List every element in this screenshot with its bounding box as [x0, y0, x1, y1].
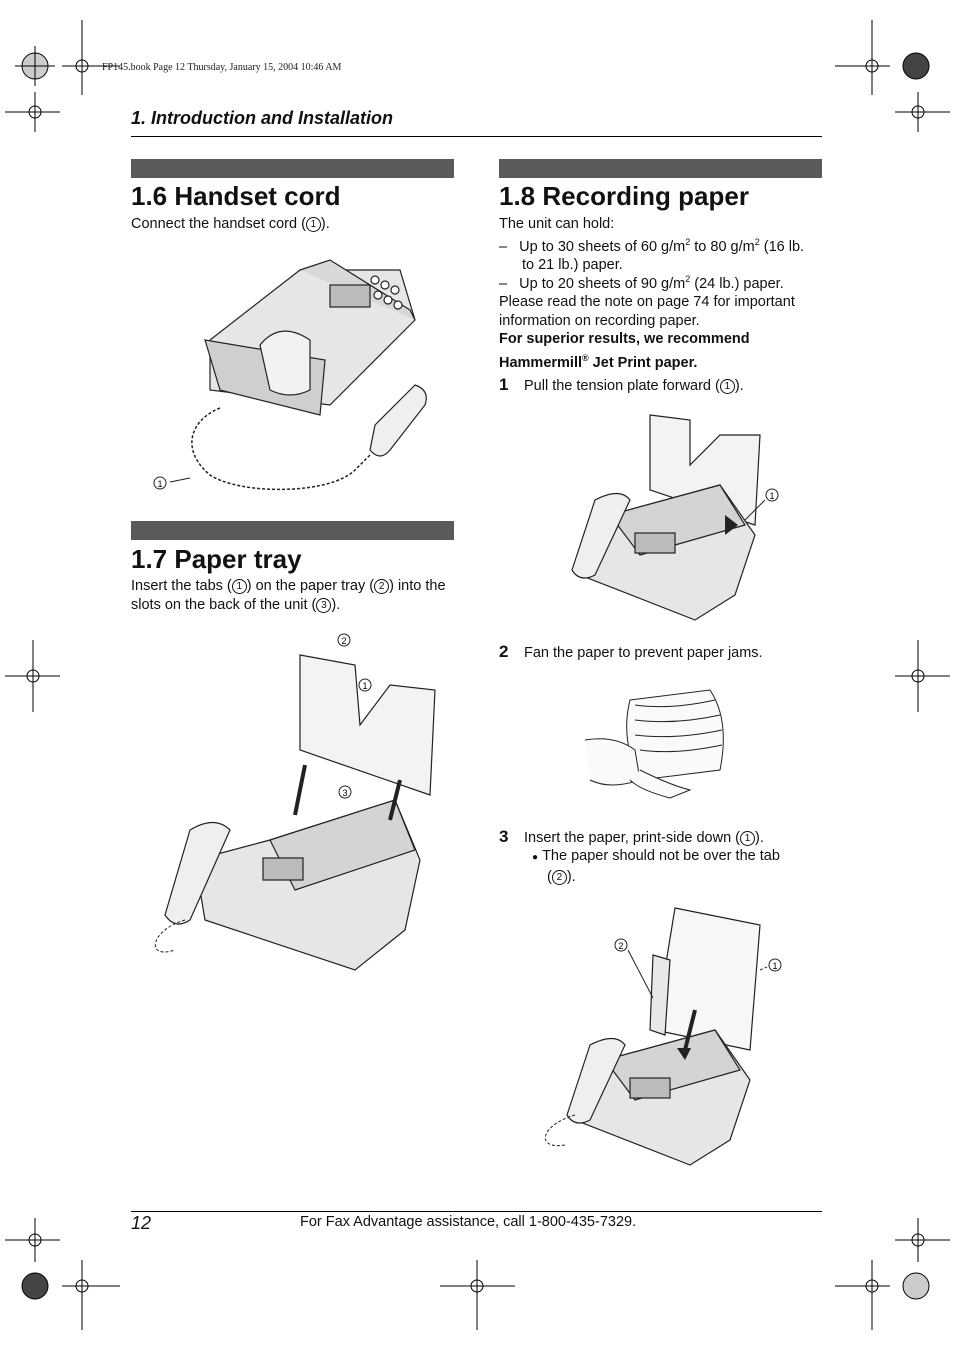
step-2-number: 2	[499, 642, 509, 661]
section-bar-1-6	[131, 159, 454, 178]
step-3-text: Insert the paper, print-side down (1).	[524, 830, 764, 846]
step-3-number: 3	[499, 827, 509, 846]
heading-paper-tray: 1.7 Paper tray	[131, 544, 302, 574]
svg-text:1: 1	[769, 491, 774, 501]
step-3-bullet: ● The paper should not be over the tab (…	[532, 848, 780, 885]
page-number: 12	[131, 1213, 152, 1233]
step-1-number: 1	[499, 375, 509, 394]
step-2-text: Fan the paper to prevent paper jams.	[524, 645, 763, 661]
tension-plate-illustration: 1	[571, 414, 779, 621]
paper-tray-text: Insert the tabs (1) on the paper tray (2…	[131, 578, 446, 613]
handset-cord-illustration: 1	[153, 259, 427, 491]
svg-text:1: 1	[362, 681, 367, 691]
capacity-bullet-1: – Up to 30 sheets of 60 g/m2 to 80 g/m2 …	[499, 237, 805, 274]
header-rule	[131, 136, 822, 137]
capacity-bullet-2: – Up to 20 sheets of 90 g/m2 (24 lb.) pa…	[499, 274, 784, 292]
paper-tray-illustration: 2 1 3	[154, 633, 436, 971]
fan-paper-illustration	[584, 689, 724, 799]
svg-text:2: 2	[618, 941, 623, 951]
footer-rule	[131, 1211, 822, 1212]
unit-can-hold-text: The unit can hold:	[499, 216, 615, 232]
svg-text:1: 1	[157, 479, 162, 489]
recording-paper-note: Please read the note on page 74 for impo…	[499, 294, 795, 329]
heading-recording-paper: 1.8 Recording paper	[499, 181, 749, 211]
svg-text:1: 1	[772, 961, 777, 971]
step-1-text: Pull the tension plate forward (1).	[524, 378, 744, 394]
svg-text:2: 2	[341, 636, 346, 646]
handset-cord-text: Connect the handset cord (1).	[131, 216, 330, 232]
heading-handset-cord: 1.6 Handset cord	[131, 181, 341, 211]
section-bar-1-7	[131, 521, 454, 540]
insert-paper-illustration: 21	[544, 907, 782, 1166]
svg-text:3: 3	[342, 788, 347, 798]
section-bar-1-8	[499, 159, 822, 178]
section-heading: 1. Introduction and Installation	[131, 108, 394, 128]
book-info: FP145.book Page 12 Thursday, January 15,…	[102, 62, 342, 73]
assistance-text: For Fax Advantage assistance, call 1-800…	[300, 1214, 637, 1230]
